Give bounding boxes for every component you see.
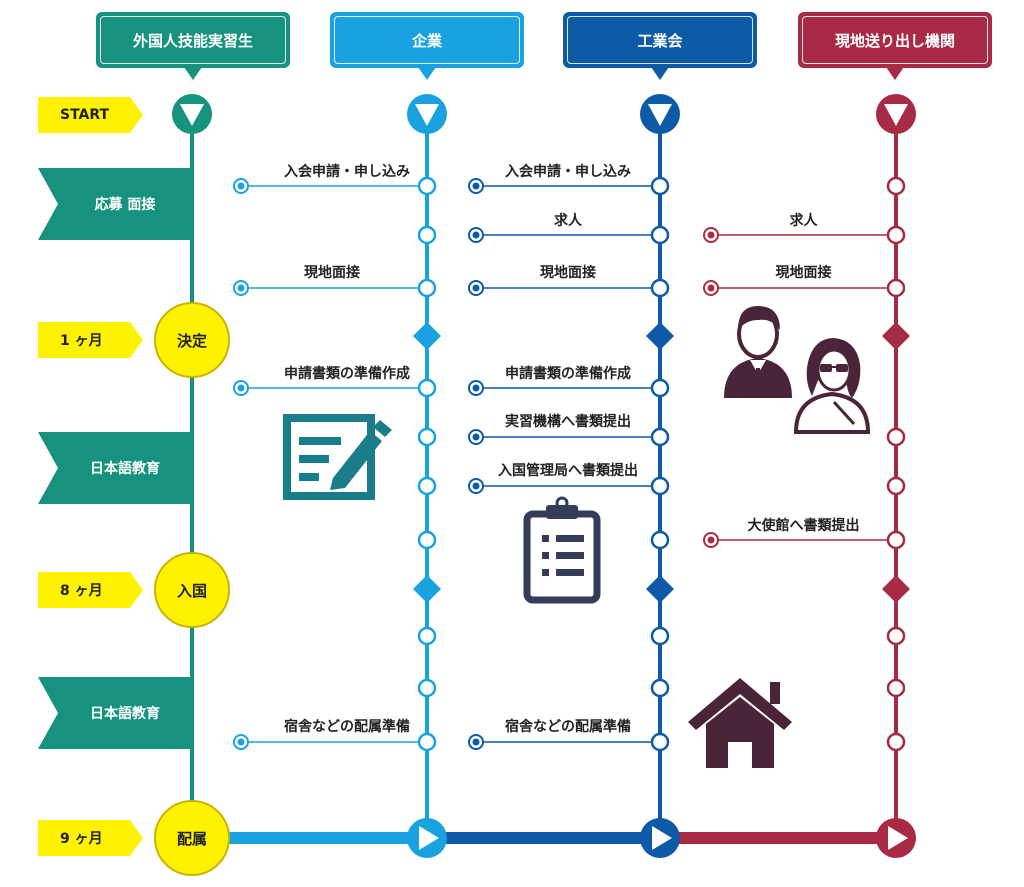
time-tag-m8-shape — [38, 572, 143, 608]
agency-bullets — [703, 227, 719, 548]
milestone-decision: 決定 — [154, 302, 230, 378]
phase-tag-japanese-2: 日本語教育 — [90, 706, 160, 722]
header-association-label: 工業会 — [637, 31, 683, 50]
association-step-apply: 入会申請・申し込み — [505, 164, 631, 180]
association-step-dorm: 宿舎などの配属準備 — [505, 719, 631, 735]
time-tag-9-months: 9 ヶ月 — [60, 831, 103, 847]
time-tag-1-month: 1 ヶ月 — [60, 333, 103, 349]
agency-nodes — [886, 176, 906, 752]
association-step-interview: 現地面接 — [540, 265, 596, 281]
time-tag-8-months: 8 ヶ月 — [60, 583, 103, 599]
phase-tag-japanese1-shape — [38, 432, 192, 504]
company-step-interview: 現地面接 — [304, 265, 360, 281]
company-step-apply: 入会申請・申し込み — [284, 164, 410, 180]
milestone-entry: 入国 — [154, 552, 230, 628]
company-step-dorm: 宿舎などの配属準備 — [284, 719, 410, 735]
agency-step-embassy: 大使館へ書類提出 — [747, 518, 860, 534]
phase-tag-recruit: 応募 面接 — [94, 197, 156, 213]
time-tag-shapes — [38, 97, 143, 856]
time-tag-start: START — [60, 107, 110, 123]
header-association: 工業会 — [563, 12, 757, 80]
time-tag-m9-shape — [38, 820, 143, 856]
header-agency: 現地送り出し機関 — [798, 12, 992, 80]
company-step-docs: 申請書類の準備作成 — [284, 366, 410, 382]
company-bullets — [233, 178, 249, 750]
company-connectors — [241, 185, 427, 743]
clipboard-icon — [523, 496, 601, 604]
milestone-assign: 配属 — [154, 800, 230, 876]
time-tag-m1-shape — [38, 322, 143, 358]
house-icon — [688, 678, 792, 768]
phase-tag-japanese-1: 日本語教育 — [90, 461, 160, 477]
end-nodes — [407, 818, 916, 858]
header-company-label: 企業 — [411, 31, 442, 50]
document-pencil-icon — [283, 414, 392, 500]
bottom-connector — [192, 832, 896, 844]
header-agency-label: 現地送り出し機関 — [834, 31, 955, 50]
phase-tag-recruit-shape — [38, 168, 192, 240]
association-step-docs: 申請書類の準備作成 — [505, 366, 631, 382]
diamond-markers — [413, 322, 910, 603]
agency-step-interview: 現地面接 — [775, 265, 832, 281]
association-connectors — [476, 185, 660, 743]
phase-tag-shapes — [38, 168, 192, 749]
phase-tag-japanese2-shape — [38, 677, 192, 749]
association-bullets — [468, 178, 484, 750]
start-nodes — [172, 94, 916, 134]
header-trainee: 外国人技能実習生 — [96, 12, 290, 80]
association-nodes — [650, 176, 670, 752]
company-nodes — [417, 176, 437, 752]
association-step-job: 求人 — [554, 213, 582, 229]
association-step-to-jitco: 実習機構へ書類提出 — [505, 414, 631, 430]
time-tag-start-shape — [38, 97, 143, 133]
header-trainee-label: 外国人技能実習生 — [132, 31, 253, 50]
association-step-to-immigration: 入国管理局へ書類提出 — [498, 463, 638, 479]
people-icon — [724, 306, 871, 434]
header-company: 企業 — [330, 12, 524, 80]
agency-step-job: 求人 — [789, 213, 818, 229]
agency-connectors — [711, 234, 896, 541]
